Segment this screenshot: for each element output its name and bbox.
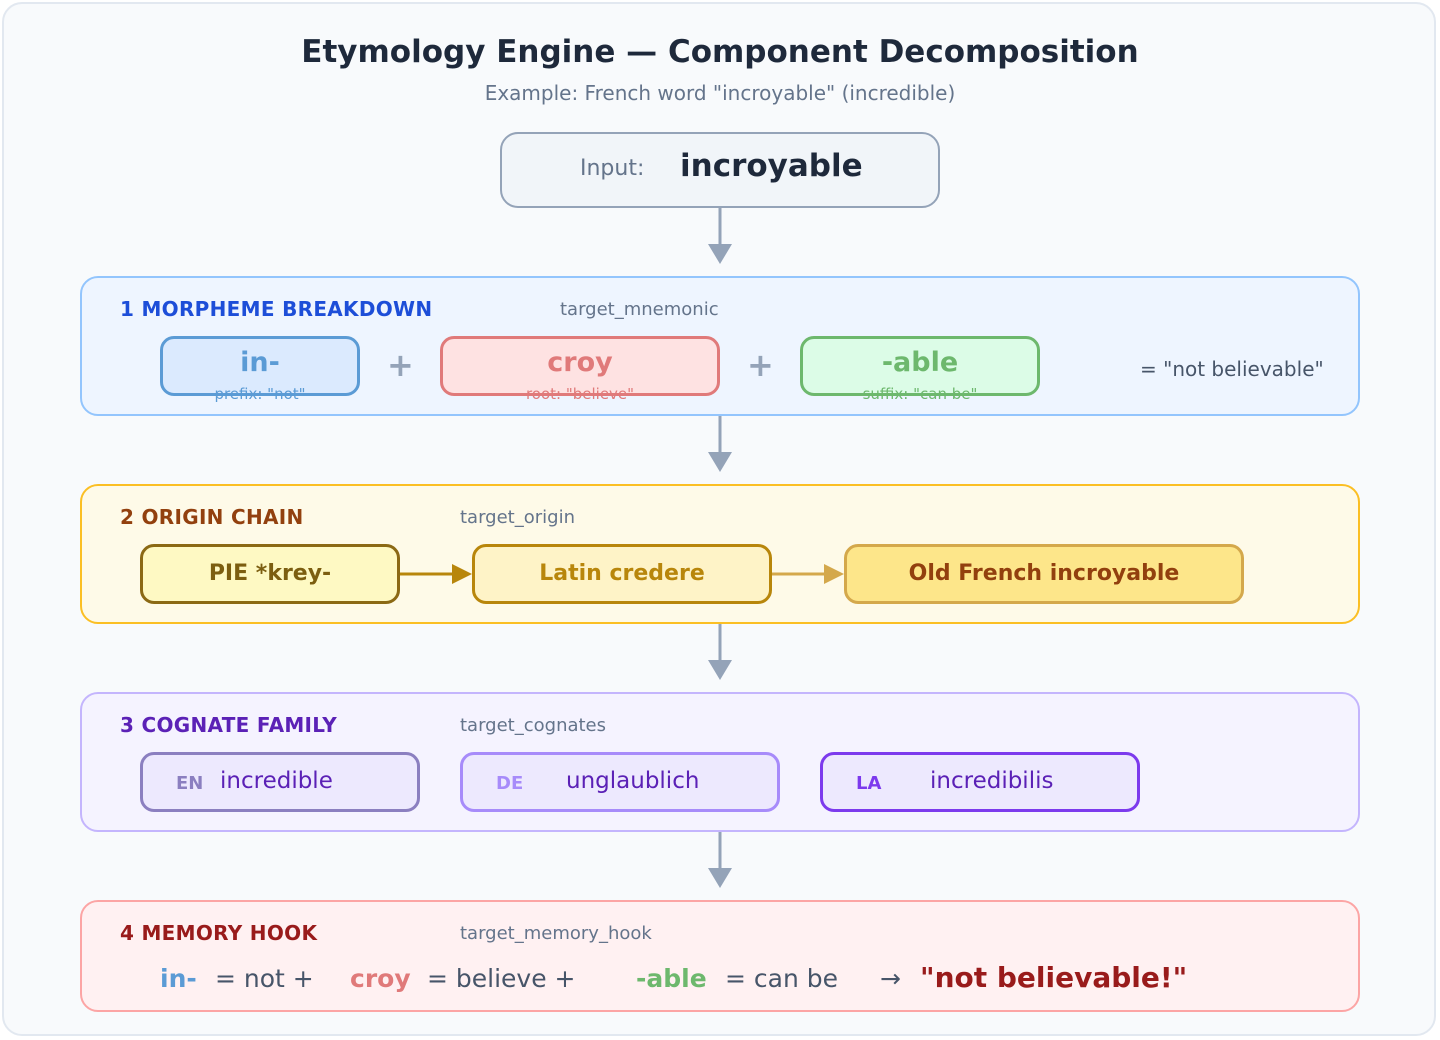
root-text: croy [547,347,613,378]
cognate-card-en [140,752,420,812]
input-word: incroyable [680,148,863,184]
chain-arrowhead-1 [452,564,472,584]
cognate-lang-en: EN [176,773,204,794]
morpheme-tag: target_mnemonic [560,299,719,320]
plus-sign-2: + [747,346,774,384]
origin-step-latin: Latin credere [472,544,772,604]
arrowhead-3 [708,660,732,680]
input-label: Input: [580,156,645,181]
page-subtitle: Example: French word "incroyable" (incre… [484,81,956,105]
suffix-note: suffix: "can be" [862,385,978,403]
origin-step-pie: PIE *krey- [140,544,400,604]
memory-suffix: -able [636,964,707,993]
memory-tag: target_memory_hook [460,923,652,944]
prefix-note: prefix: "not" [214,385,306,403]
origin-step-old-french: Old French incroyable [844,544,1244,604]
page-title: Etymology Engine — Component Decompositi… [301,34,1139,70]
cognate-card-de [460,752,780,812]
memory-suffix-meaning: = can be [725,964,839,993]
prefix-chip [160,336,360,396]
root-note: root: "believe" [525,385,635,403]
input-box [500,132,940,208]
origin-tag: target_origin [460,507,575,528]
cognate-word-de: unglaublich [566,768,700,794]
memory-panel [80,900,1360,1012]
morpheme-result: = "not believable" [1140,357,1324,381]
memory-title: 4 MEMORY HOOK [120,921,318,945]
cognates-title: 3 COGNATE FAMILY [120,713,338,737]
cognate-word-la: incredibilis [930,768,1054,794]
origin-title: 2 ORIGIN CHAIN [120,505,304,529]
cognate-word-en: incredible [220,768,333,794]
root-chip [440,336,720,396]
suffix-chip [800,336,1040,396]
cognates-tag: target_cognates [460,715,607,736]
cognate-card-la [820,752,1140,812]
suffix-text: -able [881,347,959,378]
memory-root-meaning: = believe + [427,964,576,993]
memory-final: "not believable!" [920,961,1188,994]
plus-sign-1: + [387,346,414,384]
memory-prefix-meaning: = not + [215,964,314,993]
arrowhead-2 [708,452,732,472]
morpheme-title: 1 MORPHEME BREAKDOWN [120,297,433,321]
prefix-text: in- [240,347,280,378]
memory-arrow: → [880,964,901,993]
cognate-lang-de: DE [496,773,524,794]
chain-arrowhead-2 [824,564,844,584]
memory-prefix: in- [160,964,197,993]
arrowhead-4 [708,868,732,888]
memory-root: croy [350,964,411,993]
cognate-lang-la: LA [856,773,882,794]
arrowhead-1 [708,244,732,264]
